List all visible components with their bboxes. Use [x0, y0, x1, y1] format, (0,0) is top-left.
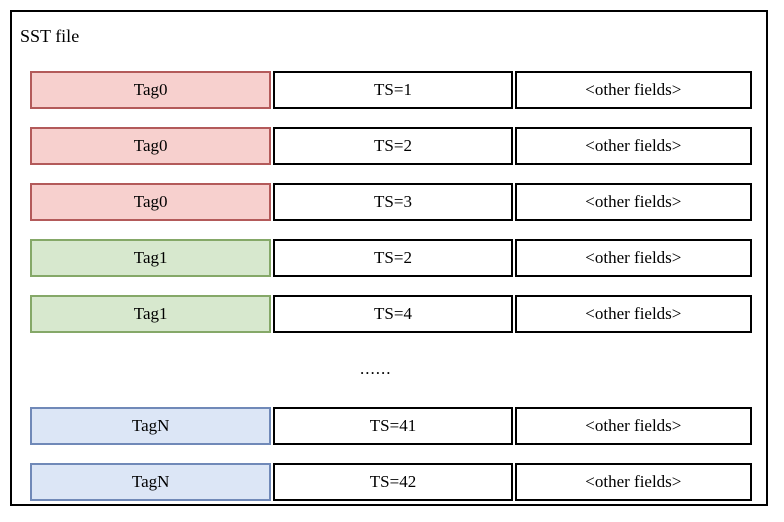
- cell-tag: TagN: [30, 463, 272, 501]
- cell-other-fields: <other fields>: [514, 183, 752, 221]
- cell-tag: Tag0: [30, 71, 272, 109]
- cell-timestamp: TS=4: [273, 295, 513, 333]
- cell-tag: Tag0: [30, 127, 272, 165]
- cell-other-fields: <other fields>: [514, 295, 752, 333]
- cell-tag: TagN: [30, 407, 272, 445]
- cell-other-fields: <other fields>: [514, 407, 752, 445]
- cell-other-fields: <other fields>: [514, 239, 752, 277]
- page-title: SST file: [20, 26, 80, 46]
- cell-timestamp: TS=3: [273, 183, 513, 221]
- cell-other-fields: <other fields>: [514, 463, 752, 501]
- cell-timestamp: TS=41: [273, 407, 513, 445]
- cell-timestamp: TS=42: [273, 463, 513, 501]
- cell-other-fields: <other fields>: [514, 71, 752, 109]
- cell-tag: Tag1: [30, 295, 272, 333]
- ellipsis-label: ......: [360, 358, 392, 378]
- cell-timestamp: TS=2: [273, 239, 513, 277]
- ellipsis-row: ......: [30, 351, 752, 389]
- cell-timestamp: TS=1: [273, 71, 513, 109]
- cell-tag: Tag1: [30, 239, 272, 277]
- cell-tag: Tag0: [30, 183, 272, 221]
- cell-timestamp: TS=2: [273, 127, 513, 165]
- cell-other-fields: <other fields>: [514, 127, 752, 165]
